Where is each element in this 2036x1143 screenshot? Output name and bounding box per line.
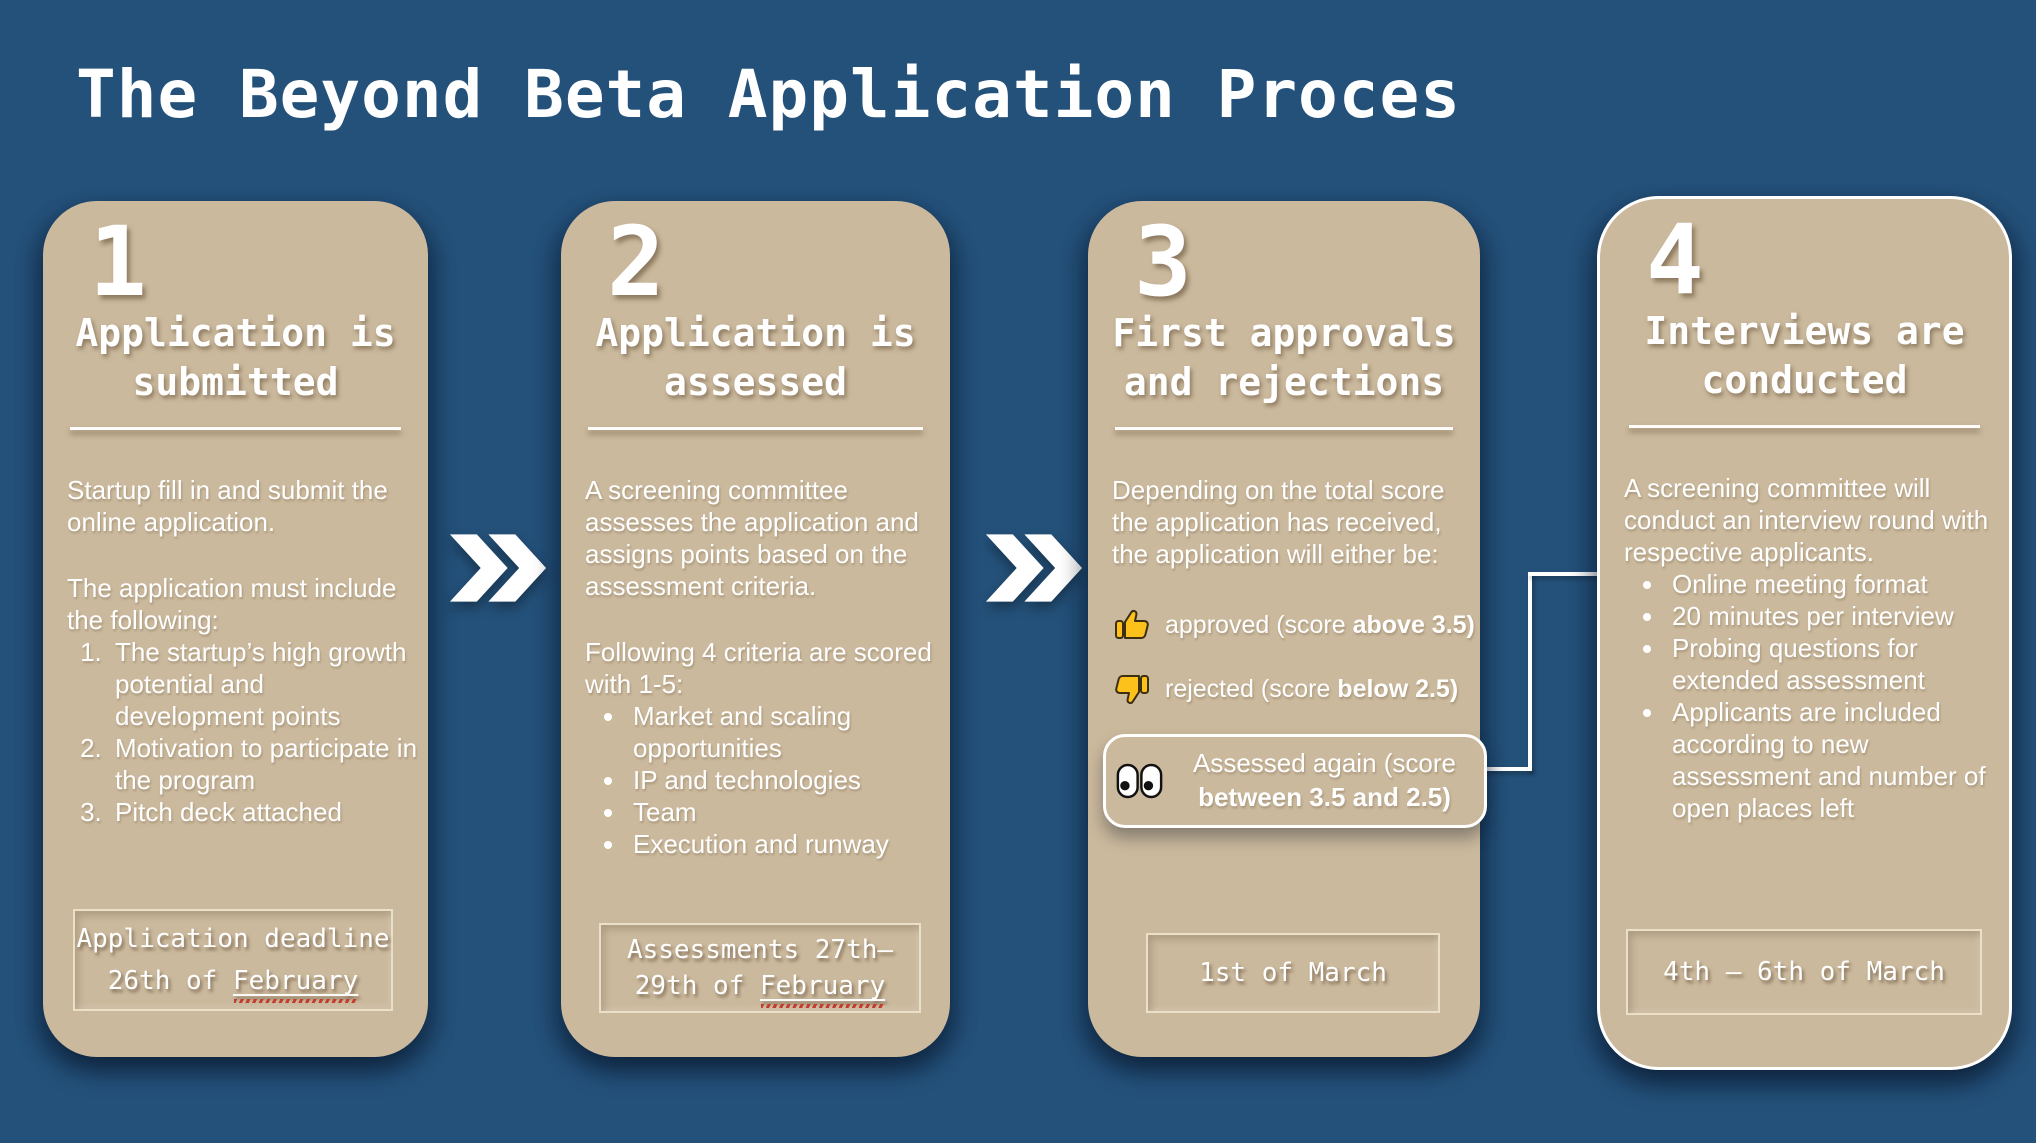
deadline-line: 29th of February xyxy=(634,971,886,1001)
body-paragraph: A screening committee will conduct an in… xyxy=(1624,473,1989,567)
body-paragraph: The application must include the followi… xyxy=(67,572,397,635)
outcome-approved: approved (score above 3.5) xyxy=(1112,605,1475,645)
heading-underline xyxy=(1115,427,1453,430)
step-number: 2 xyxy=(607,206,665,318)
body-list: The startup’s high growth potential and … xyxy=(67,637,418,829)
list-item: IP and technologies xyxy=(627,765,940,797)
body-list: Online meeting format20 minutes per inte… xyxy=(1624,569,1999,825)
misspelled-word: February xyxy=(233,966,359,996)
deadline-line: 1st of March xyxy=(1199,958,1387,988)
list-item: Team xyxy=(627,797,940,829)
list-item: Probing questions for extended assessmen… xyxy=(1666,633,1999,697)
connector-segment xyxy=(1528,572,1532,771)
deadline-box: Assessments 27th– 29th of February xyxy=(599,923,921,1013)
thumbs-down-icon xyxy=(1112,669,1152,709)
deadline-box: 1st of March xyxy=(1146,933,1440,1013)
list-item: Motivation to participate in the program xyxy=(109,733,418,797)
deadline-line: Application deadline xyxy=(76,924,390,954)
step-heading: Application is submitted xyxy=(75,311,396,405)
step-heading: Application is assessed xyxy=(595,311,916,405)
list-item: Pitch deck attached xyxy=(109,797,418,829)
connector-segment xyxy=(1458,767,1532,771)
step-number: 3 xyxy=(1134,206,1192,318)
step-body: A screening committee assesses the appli… xyxy=(585,475,940,861)
list-item: Applicants are included according to new… xyxy=(1666,697,1999,825)
heading-underline xyxy=(1628,425,1981,428)
eyes-icon xyxy=(1116,763,1163,799)
thumbs-up-icon xyxy=(1112,605,1152,645)
step-heading: Interviews are conducted xyxy=(1644,309,1965,403)
body-paragraph: Depending on the total score the applica… xyxy=(1112,475,1445,569)
outcome-text: Assessed again (score between 3.5 and 2.… xyxy=(1192,748,1457,812)
heading-underline xyxy=(69,427,402,430)
step-number: 1 xyxy=(89,206,147,318)
double-chevron-icon xyxy=(984,531,1084,605)
step-heading: First approvals and rejections xyxy=(1112,311,1456,405)
deadline-box: Application deadline 26th of February xyxy=(73,909,393,1011)
step-body: A screening committee will conduct an in… xyxy=(1624,473,1999,825)
heading-underline xyxy=(588,427,923,430)
deadline-line: 4th – 6th of March xyxy=(1663,957,1945,987)
body-paragraph: A screening committee assesses the appli… xyxy=(585,475,919,601)
list-item: Online meeting format xyxy=(1666,569,1999,601)
outcome-text: rejected (score below 2.5) xyxy=(1165,674,1459,703)
step-card-3: Assessed again (score between 3.5 and 2.… xyxy=(1088,201,1487,1057)
slide-title: The Beyond Beta Application Proces xyxy=(76,56,1462,133)
step-body: Depending on the total score the applica… xyxy=(1112,475,1475,733)
outcome-text: approved (score above 3.5) xyxy=(1165,610,1475,639)
step-number: 4 xyxy=(1646,204,1704,316)
connector-segment xyxy=(1528,572,1623,576)
double-chevron-icon xyxy=(448,531,548,605)
step-body: Startup fill in and submit the online ap… xyxy=(67,475,418,829)
list-item: Execution and runway xyxy=(627,829,940,861)
outcome-assessed-again: Assessed again (score between 3.5 and 2.… xyxy=(1103,734,1487,828)
deadline-line: Assessments 27th– xyxy=(626,935,894,965)
body-list: Market and scaling opportunitiesIP and t… xyxy=(585,701,940,861)
body-paragraph: Following 4 criteria are scored with 1-5… xyxy=(585,636,932,699)
list-item: The startup’s high growth potential and … xyxy=(109,637,418,733)
body-paragraph: Startup fill in and submit the online ap… xyxy=(67,475,388,537)
list-item: Market and scaling opportunities xyxy=(627,701,940,765)
list-item: 20 minutes per interview xyxy=(1666,601,1999,633)
misspelled-word: February xyxy=(760,971,886,1001)
deadline-line: 26th of February xyxy=(107,966,359,996)
deadline-box: 4th – 6th of March xyxy=(1626,929,1982,1015)
outcome-rejected: rejected (score below 2.5) xyxy=(1112,669,1470,709)
